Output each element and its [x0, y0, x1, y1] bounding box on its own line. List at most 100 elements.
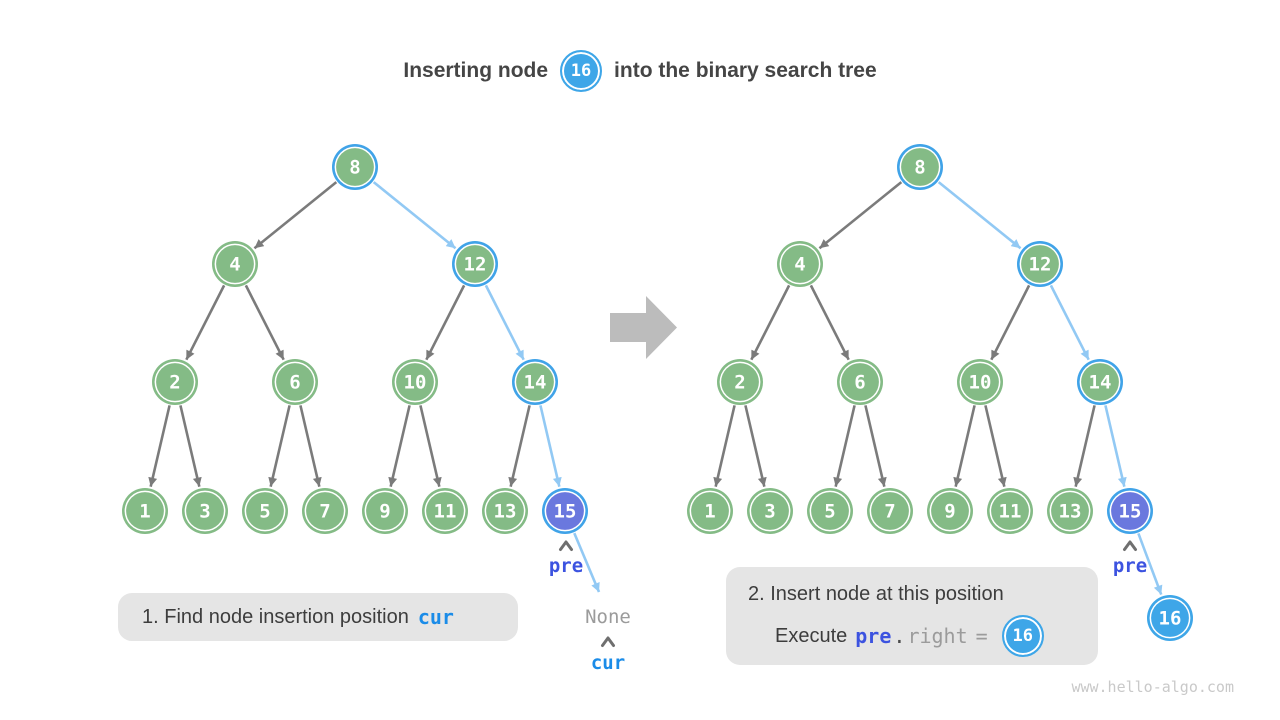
- tree-node: 9: [362, 488, 408, 534]
- step2-caption: 2. Insert node at this position Execute …: [726, 567, 1098, 665]
- step2-right-attr: right: [907, 624, 968, 648]
- node-label: 8: [349, 157, 360, 179]
- node-label: 6: [289, 372, 300, 394]
- tree-node: 7: [302, 488, 348, 534]
- node-fill: [156, 363, 194, 401]
- node-label: 1: [139, 501, 150, 523]
- node-label: 7: [884, 501, 895, 523]
- annotation-pre: pre: [1113, 555, 1147, 577]
- tree-edge: [253, 181, 338, 250]
- tree-edge: [990, 284, 1031, 361]
- node-label: 2: [169, 372, 180, 394]
- node-label: 4: [229, 254, 240, 276]
- tree-node: 11: [987, 488, 1033, 534]
- tree-edge: [185, 284, 226, 361]
- tree-node: 16: [1147, 595, 1193, 641]
- tree-node: 1: [122, 488, 168, 534]
- tree-edge: [713, 405, 736, 487]
- tree-node: 2: [717, 359, 763, 405]
- node-label: 11: [999, 501, 1022, 523]
- node-label: 14: [1089, 372, 1112, 394]
- node-fill: [931, 492, 969, 530]
- node-fill: [841, 363, 879, 401]
- node-label: 5: [259, 501, 270, 523]
- node-fill: [1051, 492, 1089, 530]
- title-prefix: Inserting node: [403, 59, 549, 82]
- tree-edge: [1049, 284, 1090, 361]
- diagram-title: Inserting node 16 into the binary search…: [0, 50, 1280, 92]
- node-fill: [721, 363, 759, 401]
- node-16-badge-label: 16: [570, 61, 592, 81]
- node-label: 15: [1119, 501, 1142, 523]
- step2-pre-code: pre: [855, 624, 892, 648]
- node-fill: [901, 148, 939, 186]
- node-label: 15: [554, 501, 577, 523]
- tree-node: 6: [837, 359, 883, 405]
- title-suffix: into the binary search tree: [614, 59, 877, 82]
- tree-edge: [1137, 533, 1163, 596]
- node-fill: [1111, 492, 1149, 530]
- tree-node: 10: [957, 359, 1003, 405]
- tree-node: 11: [422, 488, 468, 534]
- node-label: 8: [914, 157, 925, 179]
- node-fill: [306, 492, 344, 530]
- tree-node: 10: [392, 359, 438, 405]
- tree-edge: [179, 405, 202, 487]
- tree-edge: [388, 405, 411, 487]
- node-label: 6: [854, 372, 865, 394]
- node-label: 1: [704, 501, 715, 523]
- node-fill: [1021, 245, 1059, 283]
- tree-node: 12: [1017, 241, 1063, 287]
- tree-node: 3: [182, 488, 228, 534]
- node-fill: [546, 492, 584, 530]
- tree-node: 1: [687, 488, 733, 534]
- node-fill: [516, 363, 554, 401]
- node-label: 11: [434, 501, 457, 523]
- tree-edge: [833, 405, 856, 487]
- caret-up-icon: [601, 636, 615, 647]
- node-fill: [366, 492, 404, 530]
- step2-line2: Execute pre . right = 16: [775, 615, 1098, 657]
- tree-edge: [573, 532, 601, 593]
- tree-node: 7: [867, 488, 913, 534]
- step2-equals: =: [975, 624, 988, 648]
- annotation-pre: pre: [549, 555, 583, 577]
- tree-edge: [419, 405, 442, 487]
- annotation-none: None: [585, 606, 631, 628]
- tree-edge: [818, 181, 903, 250]
- caret-up-icon: [1123, 540, 1137, 551]
- tree-node: 6: [272, 359, 318, 405]
- step1-caption: 1. Find node insertion position cur: [118, 593, 518, 641]
- tree-node: 12: [452, 241, 498, 287]
- node-label: 14: [524, 372, 547, 394]
- tree-edge: [750, 284, 791, 361]
- node-label: 12: [464, 254, 487, 276]
- node-label: 9: [379, 501, 390, 523]
- node-label: 3: [199, 501, 210, 523]
- node-label: 5: [824, 501, 835, 523]
- node-fill: [246, 492, 284, 530]
- step2-line1: 2. Insert node at this position: [748, 583, 1004, 605]
- node-fill: [1081, 363, 1119, 401]
- node-fill: [456, 245, 494, 283]
- node-label: 13: [494, 501, 517, 523]
- node-fill: [126, 492, 164, 530]
- tree-node: 15: [1107, 488, 1153, 534]
- tree-edge: [984, 405, 1007, 487]
- tree-edge: [937, 181, 1022, 250]
- node-label: 10: [404, 372, 427, 394]
- tree-node: 3: [747, 488, 793, 534]
- node-label: 12: [1029, 254, 1052, 276]
- annotation-cur: cur: [591, 652, 625, 674]
- node-label: 9: [944, 501, 955, 523]
- tree-node: 8: [897, 144, 943, 190]
- tree-edge: [508, 405, 531, 487]
- step2-exec-text: Execute: [775, 624, 848, 647]
- node-fill: [751, 492, 789, 530]
- node-fill: [1151, 599, 1189, 637]
- tree-edge: [484, 284, 525, 361]
- tree-edge: [953, 405, 976, 487]
- tree-edge: [148, 405, 171, 487]
